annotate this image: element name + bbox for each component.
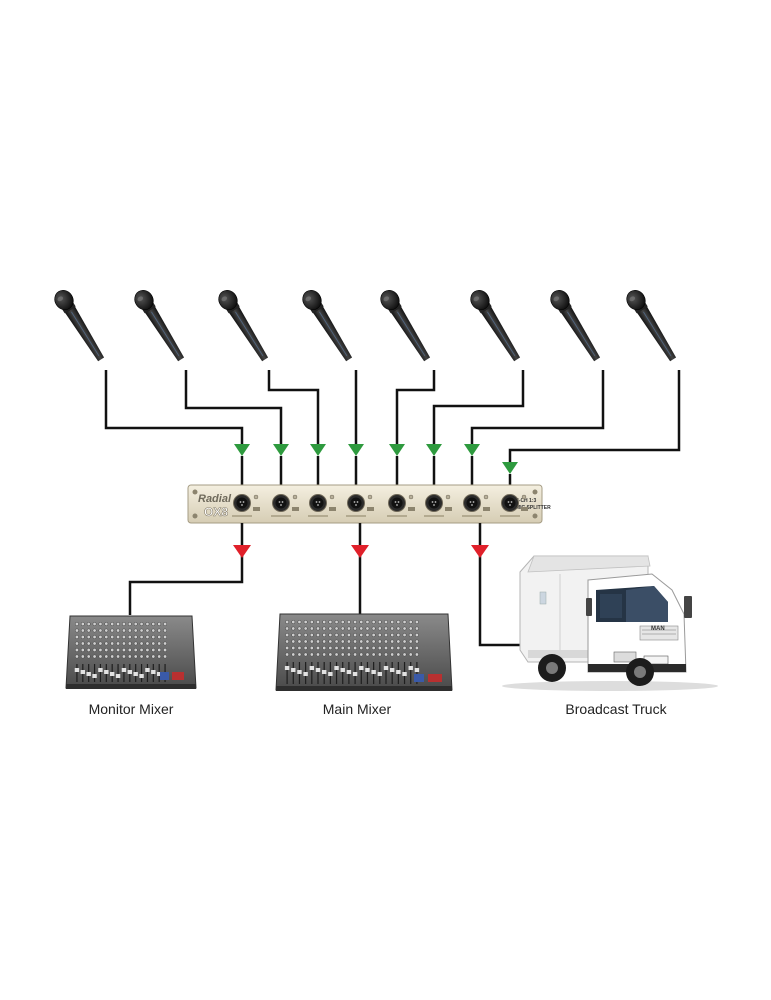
- output-arrow-truck: [471, 545, 489, 558]
- cable-mic-3: [267, 370, 320, 448]
- output-cables: [128, 523, 528, 647]
- microphone-5: [380, 289, 431, 362]
- xlr-jack-2: [271, 494, 299, 517]
- input-arrow-5: [389, 444, 405, 456]
- input-arrows: [234, 444, 518, 474]
- input-arrow-7: [464, 444, 480, 456]
- cable-mic-2: [184, 370, 283, 448]
- splitter-brand: Radial: [198, 493, 232, 505]
- monitor-mixer-label: Monitor Mixer: [88, 701, 174, 717]
- microphone-8: [626, 289, 677, 362]
- microphone-7: [550, 289, 601, 362]
- output-arrow-monitor: [233, 545, 251, 558]
- microphones: [54, 289, 677, 362]
- xlr-jack-4: [346, 494, 374, 517]
- cable-mic-1: [104, 370, 244, 448]
- xlr-jack-8: [500, 494, 528, 517]
- cable-mic-5: [395, 370, 436, 448]
- monitor-mixer: [65, 615, 197, 689]
- input-cables: [104, 370, 681, 465]
- microphone-3: [218, 289, 269, 362]
- main-mixer: [275, 613, 453, 691]
- input-arrow-8: [502, 462, 518, 474]
- output-arrow-main: [351, 545, 369, 558]
- cable-to-broadcast-truck: [478, 556, 528, 647]
- input-arrow-3: [310, 444, 326, 456]
- xlr-jack-7: [462, 494, 490, 517]
- main-mixer-label: Main Mixer: [322, 701, 392, 717]
- input-arrow-2: [273, 444, 289, 456]
- cable-mic-6: [432, 370, 525, 448]
- xlr-jack-5: [387, 494, 415, 517]
- microphone-1: [54, 289, 105, 362]
- truck-badge: MAN: [651, 626, 665, 632]
- output-arrows: [233, 545, 489, 558]
- splitter-side-text-2: MIC SPLITTER: [516, 505, 551, 511]
- mic-splitter: Radial OX8 8-CH 1:3 MIC SPLITTER: [187, 484, 551, 524]
- splitter-panel: [187, 484, 543, 524]
- cable-mic-8: [508, 370, 681, 465]
- input-arrow-4: [348, 444, 364, 456]
- input-arrow-1: [234, 444, 250, 456]
- splitter-model: OX8: [204, 505, 228, 519]
- microphone-6: [470, 289, 521, 362]
- xlr-jack-3: [308, 494, 336, 517]
- microphone-4: [302, 289, 353, 362]
- cable-mic-7: [470, 370, 605, 448]
- microphone-2: [134, 289, 185, 362]
- broadcast-truck: MAN: [502, 555, 718, 691]
- splitter-jacks: [232, 494, 528, 517]
- cable-to-monitor-mixer: [128, 556, 244, 615]
- input-arrow-6: [426, 444, 442, 456]
- splitter-side-text-1: 8-CH 1:3: [516, 498, 537, 504]
- xlr-jack-6: [424, 494, 452, 517]
- xlr-jack-1: [232, 494, 260, 517]
- broadcast-truck-label: Broadcast Truck: [565, 701, 667, 717]
